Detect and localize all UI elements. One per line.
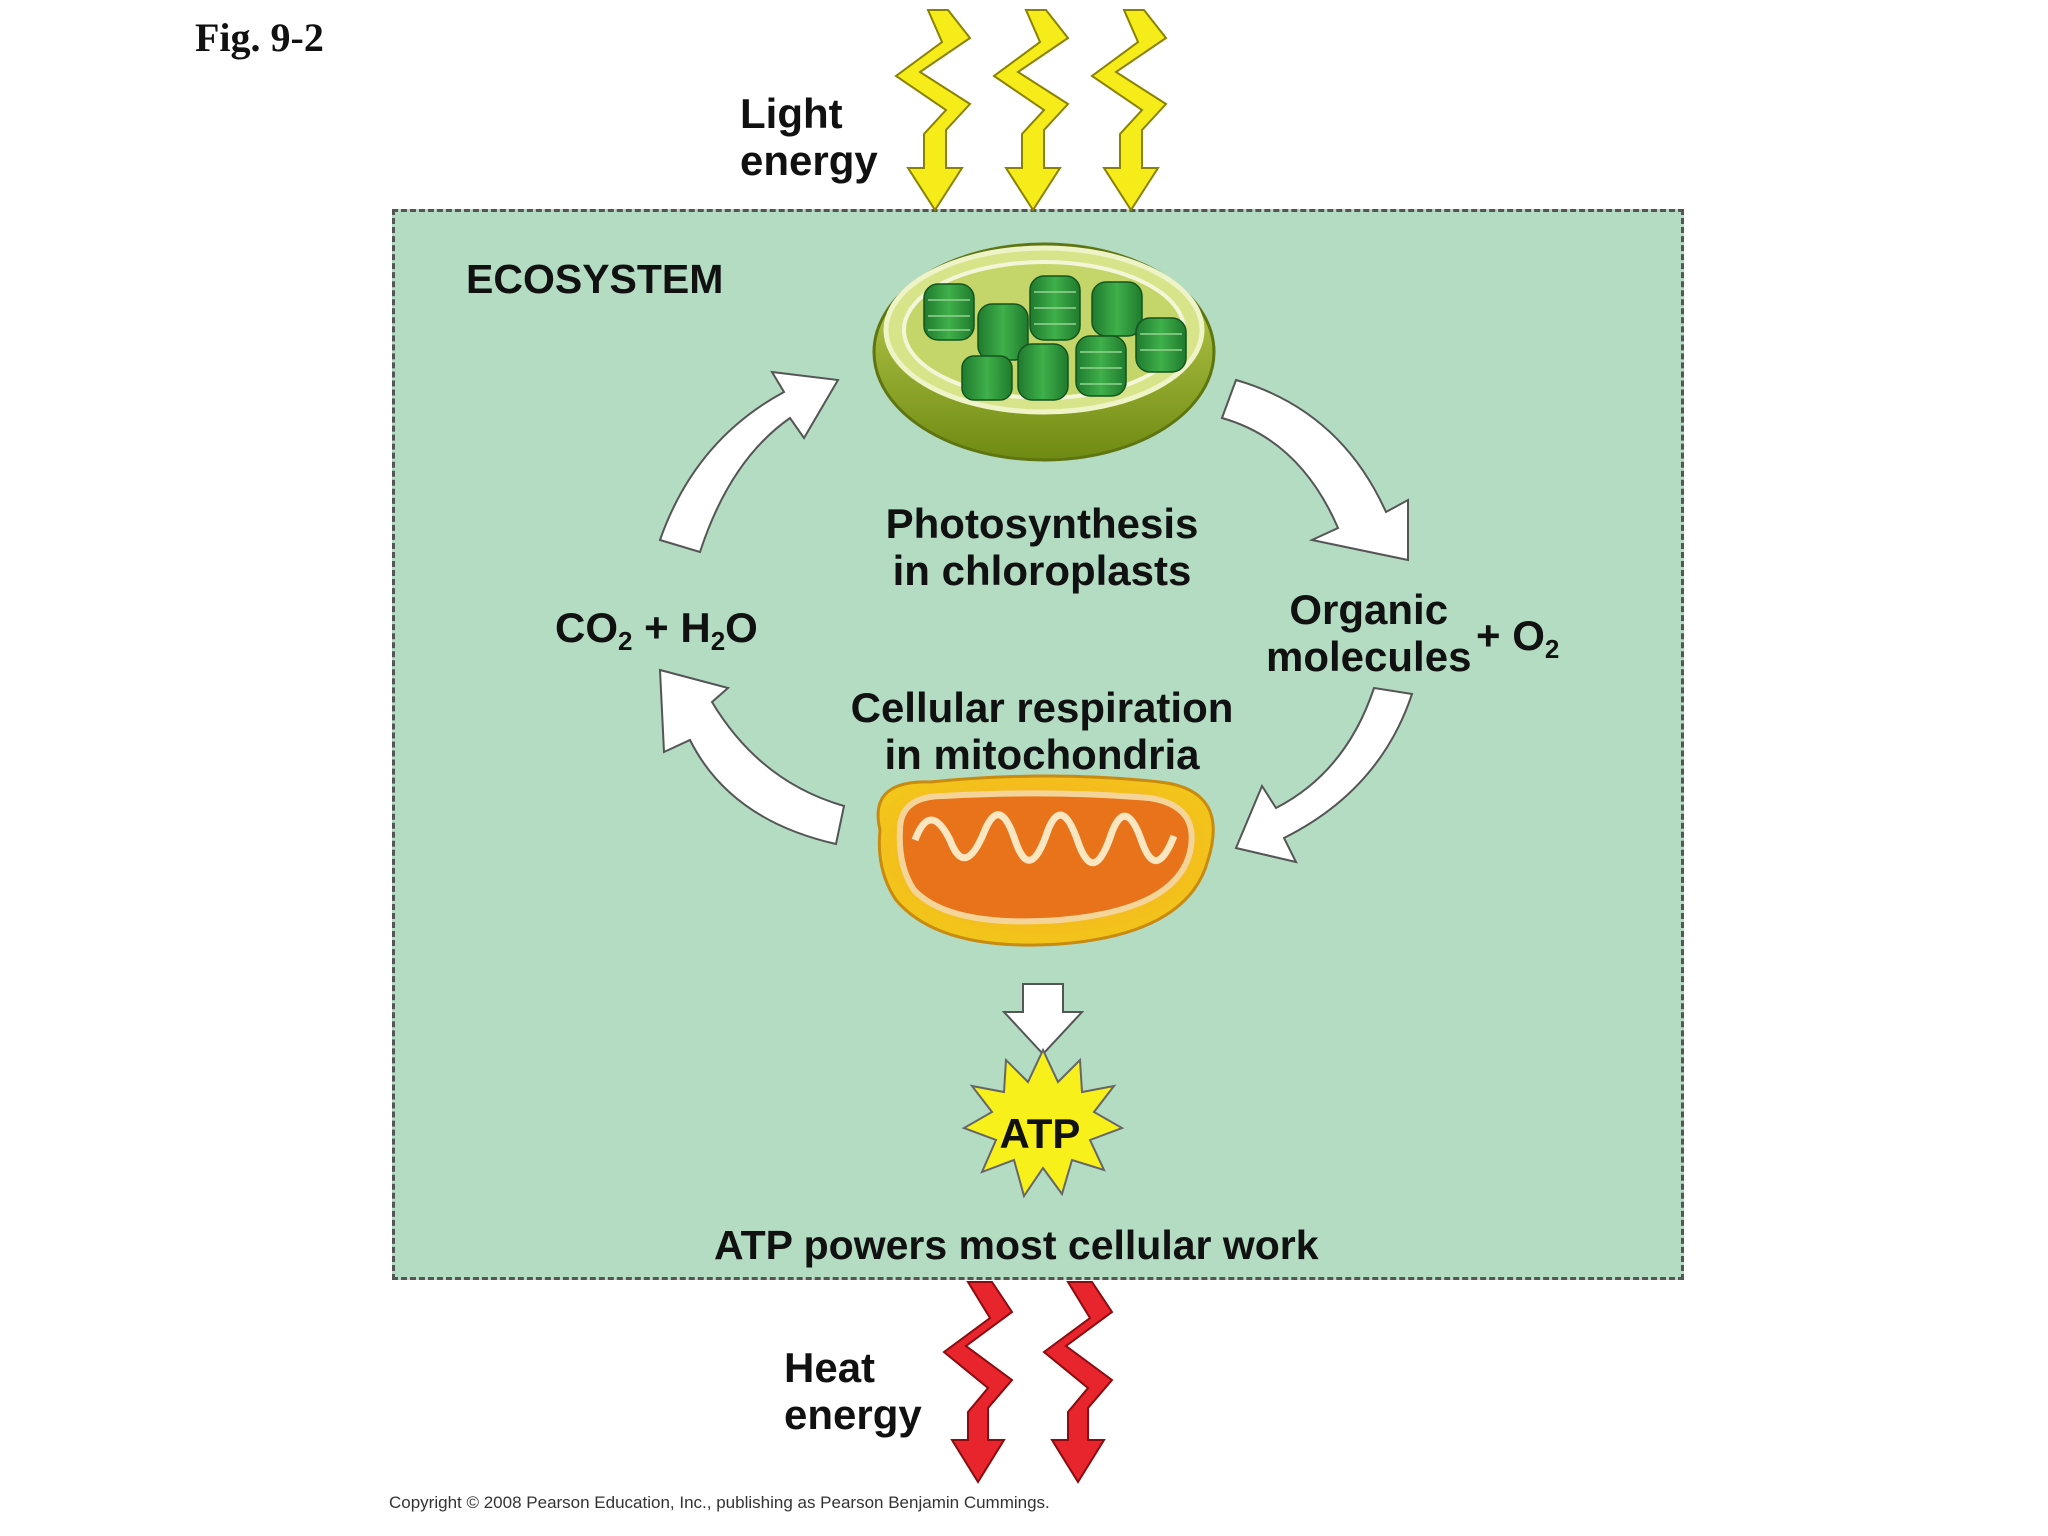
chloroplast-icon: [872, 242, 1216, 462]
o2-label: + O2: [1476, 612, 1559, 662]
cycle-arrow-icon: [658, 370, 840, 554]
organic-molecules-label: Organic molecules: [1266, 586, 1471, 680]
photosynthesis-line-2: in chloroplasts: [892, 547, 1192, 594]
cycle-arrow-icon: [1220, 378, 1409, 562]
plus-h-text: + H: [632, 604, 711, 651]
photosynthesis-label: Photosynthesis in chloroplasts: [842, 500, 1242, 594]
cycle-arrow-icon: [658, 668, 846, 846]
respiration-line-2: in mitochondria: [884, 731, 1200, 778]
organic-line-2: molecules: [1266, 633, 1472, 680]
heat-energy-line-2: energy: [784, 1391, 922, 1438]
o2-subscript: 2: [1544, 633, 1560, 664]
cycle-arrows: [658, 370, 1414, 1056]
co2-subscript: 2: [618, 625, 633, 656]
heat-bolts: [942, 1281, 1114, 1484]
o-text: O: [725, 604, 758, 651]
atp-caption: ATP powers most cellular work: [714, 1222, 1319, 1268]
heat-energy-line-1: Heat: [784, 1344, 876, 1391]
co2-text: CO: [555, 604, 618, 651]
heat-energy-label: Heat energy: [784, 1344, 922, 1438]
atp-burst-icon: [961, 1047, 1125, 1199]
lightning-icon: [942, 1281, 1014, 1484]
plus-o-text: + O: [1476, 612, 1545, 659]
light-bolts: [894, 9, 1168, 212]
light-energy-line-2: energy: [740, 137, 878, 184]
ecosystem-label: ECOSYSTEM: [466, 256, 724, 302]
copyright-notice: Copyright © 2008 Pearson Education, Inc.…: [389, 1493, 1050, 1512]
photosynthesis-line-1: Photosynthesis: [885, 500, 1199, 547]
light-energy-line-1: Light: [740, 90, 843, 137]
h2-subscript: 2: [710, 625, 726, 656]
respiration-label: Cellular respiration in mitochondria: [822, 684, 1262, 778]
respiration-line-1: Cellular respiration: [850, 684, 1234, 731]
down-arrow-icon: [1001, 983, 1085, 1056]
lightning-icon: [894, 9, 972, 212]
lightning-icon: [992, 9, 1070, 212]
lightning-icon: [1090, 9, 1168, 212]
co2-h2o-label: CO2 + H2O: [555, 604, 758, 654]
figure-label: Fig. 9-2: [195, 15, 324, 60]
cycle-arrow-icon: [1234, 686, 1414, 864]
light-energy-label: Light energy: [740, 90, 878, 184]
mitochondrion-icon: [876, 774, 1215, 947]
organic-line-1: Organic: [1289, 586, 1449, 633]
atp-label: ATP: [999, 1110, 1081, 1157]
lightning-icon: [1042, 1281, 1114, 1484]
